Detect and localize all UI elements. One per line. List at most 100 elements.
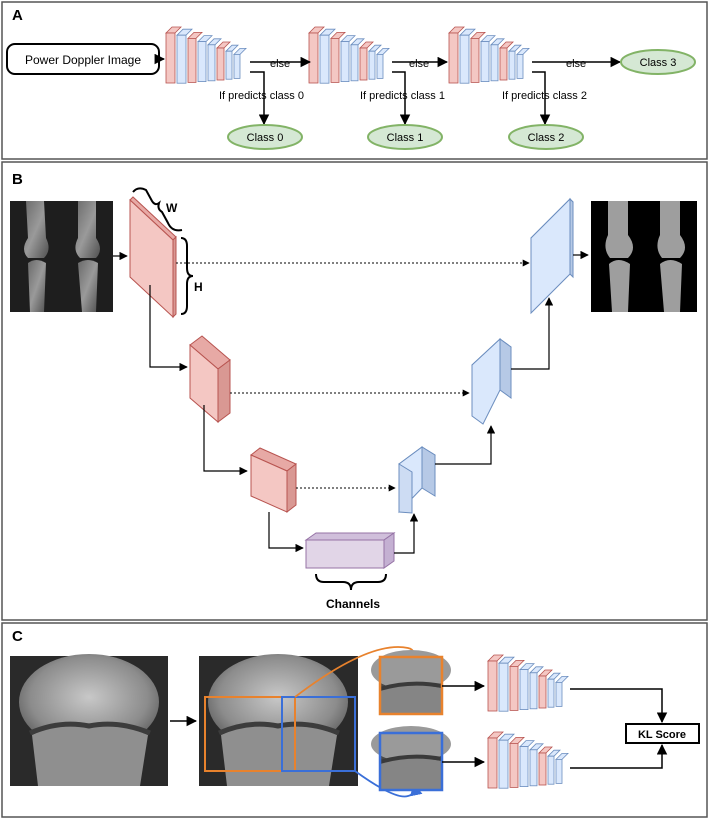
w-brace bbox=[132, 187, 183, 232]
cnn-layer-top bbox=[508, 44, 522, 52]
cnn-layer bbox=[308, 32, 319, 84]
up-arrow-3 bbox=[394, 513, 419, 554]
cnn-layer bbox=[487, 737, 498, 789]
crop-right-zoom bbox=[371, 726, 451, 792]
decoder-block-1 bbox=[530, 197, 574, 315]
panel-b-frame bbox=[1, 161, 708, 621]
cnn-layer-top bbox=[376, 48, 390, 55]
cnn-layer-top bbox=[509, 660, 525, 667]
cnn-layer bbox=[538, 675, 547, 709]
decoder-block-2 bbox=[471, 337, 512, 425]
cnn-layer-top bbox=[555, 753, 569, 760]
else-label-3: else bbox=[566, 58, 586, 70]
cnn-layer-top bbox=[499, 41, 514, 49]
condition-2: If predicts class 1 bbox=[360, 90, 445, 102]
cnn-layer bbox=[368, 50, 376, 80]
input-label: Power Doppler Image bbox=[25, 53, 141, 67]
class-0-node bbox=[227, 124, 303, 150]
crop-left-zoom bbox=[371, 650, 451, 716]
cnn-layer bbox=[197, 41, 207, 82]
cnn-layer-top bbox=[470, 32, 486, 39]
cnn-layer-top bbox=[538, 746, 553, 754]
cnn-layer-top bbox=[519, 740, 535, 747]
cnn-layer-top bbox=[516, 48, 530, 55]
cnn-layer-top bbox=[197, 35, 213, 42]
cnn-layer bbox=[330, 38, 340, 83]
cnn-layer-top bbox=[498, 656, 515, 664]
kl-score-box bbox=[625, 723, 700, 744]
cnn-layer-top bbox=[368, 44, 382, 52]
cnn-layer bbox=[470, 38, 480, 83]
cnn-layer bbox=[519, 746, 529, 787]
cnn-layer-top bbox=[359, 41, 374, 49]
branch-arrow-1 bbox=[250, 71, 270, 126]
cnn-layer bbox=[519, 669, 529, 710]
class-2-node bbox=[508, 124, 584, 150]
panel-c-frame bbox=[1, 622, 708, 818]
cnn-layer bbox=[359, 47, 368, 81]
class-1-node bbox=[367, 124, 443, 150]
cnn-layer-top bbox=[319, 28, 336, 36]
cnn-layer bbox=[176, 34, 187, 84]
cnn-stack-c-top bbox=[487, 654, 569, 712]
down-arrow-1 bbox=[149, 285, 188, 372]
cnn-layer-top bbox=[350, 38, 365, 46]
cnn-layer bbox=[165, 32, 176, 84]
cnn-layer-top bbox=[176, 28, 193, 36]
decoder-block-3 bbox=[398, 446, 436, 514]
cnn-layer-top bbox=[509, 737, 525, 744]
cnn-stack-1 bbox=[165, 26, 247, 84]
cnn-layer-top bbox=[330, 32, 346, 39]
panel-b-letter: B bbox=[12, 171, 23, 188]
encoder-block-3 bbox=[250, 447, 297, 514]
branch-arrow-3 bbox=[532, 71, 551, 126]
cnn-layer-top bbox=[547, 749, 561, 757]
cnn-layer bbox=[509, 743, 519, 788]
cnn-layer bbox=[225, 50, 233, 80]
cnn-layer bbox=[498, 662, 509, 712]
h-brace bbox=[180, 237, 194, 315]
down-arrow-3 bbox=[268, 512, 304, 553]
cnn-layer-top bbox=[538, 669, 553, 677]
cnn-layer-top bbox=[498, 733, 515, 741]
cnn-layer-top bbox=[165, 26, 182, 34]
cnn-layer-top bbox=[187, 32, 203, 39]
cnn-layer-top bbox=[480, 35, 496, 42]
output-mask bbox=[591, 201, 697, 312]
cnn-layer bbox=[376, 54, 384, 79]
cnn-layer bbox=[319, 34, 330, 84]
crop-box-right bbox=[281, 696, 356, 772]
cnn-stack-3 bbox=[448, 26, 530, 84]
h-label: H bbox=[194, 280, 203, 294]
cnn-stack-2 bbox=[308, 26, 390, 84]
cnn-layer bbox=[216, 47, 225, 81]
cnn-layer bbox=[187, 38, 197, 83]
cnn-layer-top bbox=[216, 41, 231, 49]
down-arrow-2 bbox=[203, 405, 248, 476]
cnn-layer bbox=[499, 47, 508, 81]
kl-score-label: KL Score bbox=[638, 729, 686, 741]
encoder-block-2 bbox=[189, 335, 231, 424]
cnn-layer-top bbox=[207, 38, 222, 46]
cnn-layer bbox=[340, 41, 350, 82]
condition-1: If predicts class 0 bbox=[219, 90, 304, 102]
cnn-layer-top bbox=[448, 26, 465, 34]
cnn-layer bbox=[490, 44, 499, 82]
cnn-layer-top bbox=[555, 676, 569, 683]
cnn-layer bbox=[538, 752, 547, 786]
cnn-layer bbox=[529, 672, 538, 710]
cnn-layer-top bbox=[547, 672, 561, 680]
cnn-layer bbox=[498, 739, 509, 789]
cnn-layer bbox=[233, 54, 241, 79]
bottom-cnn-to-score-arrow bbox=[570, 743, 668, 769]
bottleneck-block bbox=[304, 532, 396, 569]
encoder-block-1 bbox=[129, 196, 177, 319]
cnn-layer-top bbox=[225, 44, 239, 52]
cnn-layer bbox=[516, 54, 524, 79]
class-3-node bbox=[620, 49, 696, 75]
cnn-layer bbox=[547, 755, 555, 785]
panel-c-letter: C bbox=[12, 628, 23, 645]
w-label: W bbox=[166, 201, 178, 215]
knee-xray-cropped bbox=[199, 654, 358, 786]
